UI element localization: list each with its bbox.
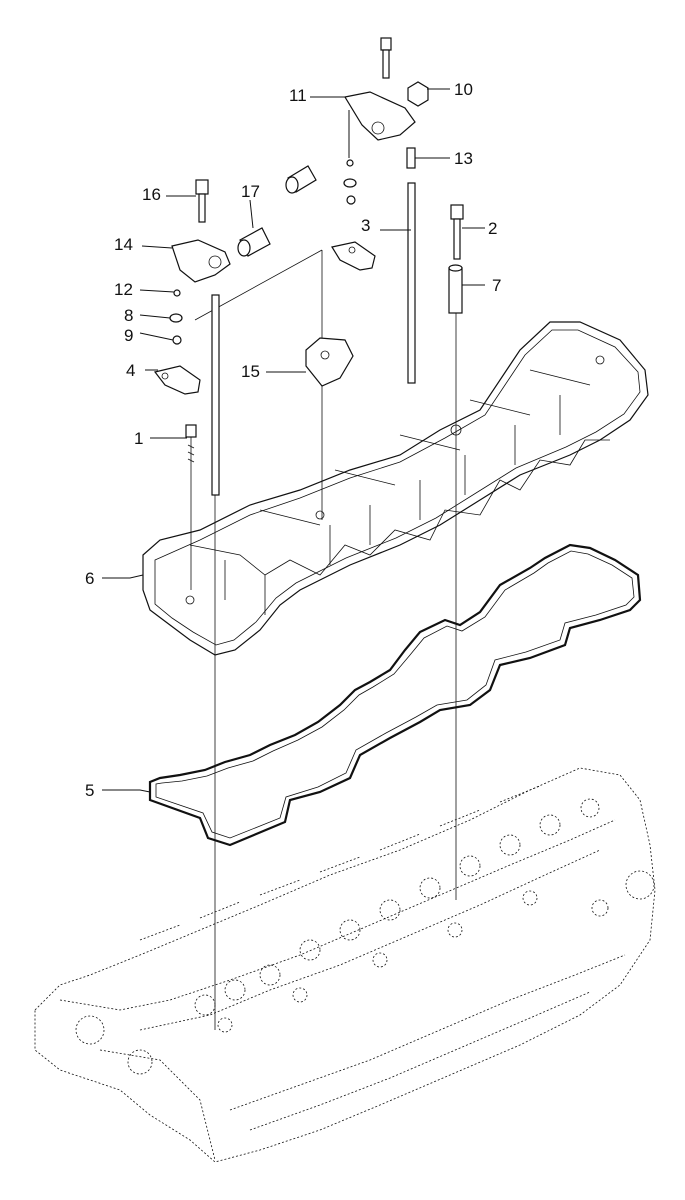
part-13-screw <box>406 147 416 169</box>
leader-lines <box>102 88 485 793</box>
part-12-ball <box>173 289 181 297</box>
callout-6: 6 <box>85 569 94 588</box>
pin-upper <box>285 165 317 194</box>
callout-labels: 1 2 3 4 5 6 7 8 9 10 11 12 13 14 15 16 1… <box>85 80 501 800</box>
callout-12: 12 <box>114 280 133 299</box>
part-10-nut <box>407 81 429 107</box>
callout-17: 17 <box>241 182 260 201</box>
callout-14: 14 <box>114 235 133 254</box>
callout-10: 10 <box>454 80 473 99</box>
part-16-bolt <box>195 179 209 223</box>
callout-16: 16 <box>142 185 161 204</box>
part-11-rocker-arm <box>344 91 416 141</box>
top-bolt <box>380 37 392 79</box>
callout-2: 2 <box>488 219 497 238</box>
callout-3: 3 <box>361 216 370 235</box>
callout-5: 5 <box>85 781 94 800</box>
part-4-bridge <box>153 365 201 395</box>
callout-4: 4 <box>126 361 135 380</box>
part-3-push-rod <box>407 182 416 384</box>
callout-15: 15 <box>241 362 260 381</box>
callout-1: 1 <box>134 429 143 448</box>
callout-7: 7 <box>492 276 501 295</box>
part-15-rocker-support <box>305 337 354 387</box>
part-2-bolt <box>450 204 464 260</box>
callout-9: 9 <box>124 326 133 345</box>
part-17-pin <box>237 227 271 257</box>
bridge-upper <box>331 241 376 271</box>
part-7-sleeve <box>448 264 463 314</box>
washers-upper <box>343 159 357 205</box>
part-8-washer <box>169 313 183 323</box>
part-14-rocker-arm <box>171 239 231 283</box>
part-1-bolt <box>185 424 197 470</box>
part-9-ball <box>172 335 182 345</box>
callout-8: 8 <box>124 306 133 325</box>
valve-cover <box>142 321 649 656</box>
callout-13: 13 <box>454 149 473 168</box>
valve-cover-gasket <box>148 543 642 847</box>
push-rod-left <box>211 294 220 496</box>
callout-11: 11 <box>289 86 307 105</box>
cylinder-head <box>34 767 656 1163</box>
